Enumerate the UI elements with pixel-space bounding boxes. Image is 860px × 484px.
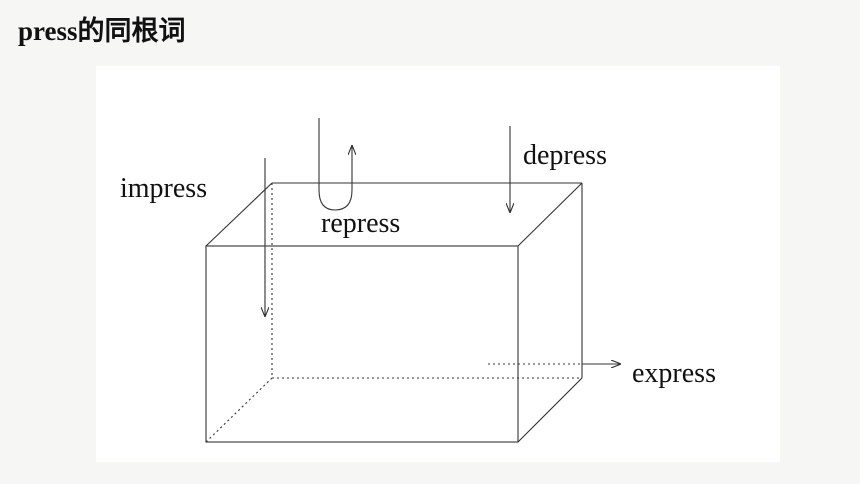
box-top-right-edge — [517, 182, 583, 247]
label-express: express — [632, 358, 716, 389]
label-repress: repress — [321, 208, 400, 239]
diagram-panel — [96, 66, 780, 462]
box-top-left-edge — [205, 182, 273, 247]
page-title: press的同根词 — [18, 16, 186, 46]
box-bottom-right-edge — [517, 377, 583, 443]
box-front-face — [205, 245, 519, 443]
label-depress: depress — [523, 140, 607, 171]
box-hidden-diagonal-edge — [205, 377, 273, 443]
label-impress: impress — [120, 173, 207, 204]
repress-arrow — [318, 118, 352, 211]
